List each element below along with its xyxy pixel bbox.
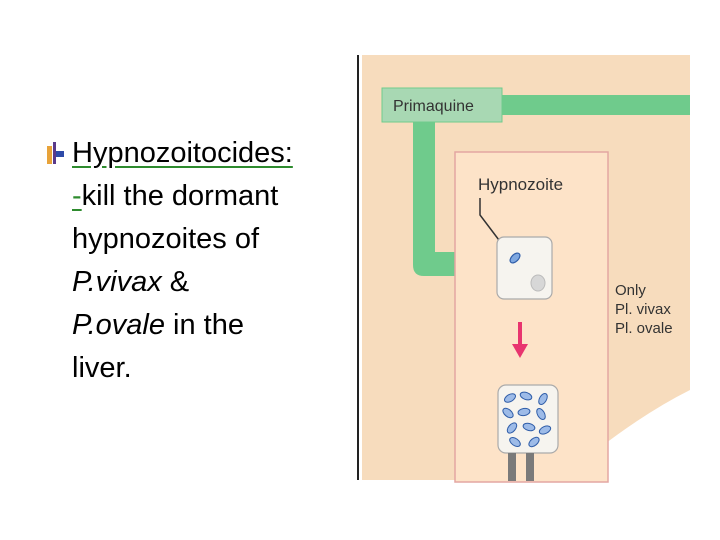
merozoite [522, 422, 536, 432]
merozoite [509, 437, 521, 447]
merozoite [538, 425, 552, 435]
merozoite [517, 407, 531, 417]
bullet-dash: - [72, 180, 82, 212]
bullet-line-3: P.vivax & [72, 261, 354, 304]
liver-cell [496, 236, 553, 300]
note-vivax: Pl. vivax [615, 301, 671, 318]
merozoite [519, 391, 533, 401]
bullet-heading: Hypnozoitocides: [72, 137, 293, 169]
bullet-line-5: liver. [72, 347, 354, 390]
primaquine-arrow [413, 110, 492, 288]
merozoites [502, 391, 552, 448]
bullet-text-block: Hypnozoitocides: -kill the dormant hypno… [44, 132, 354, 390]
bullet-line-4-text: in the [165, 309, 244, 341]
progression-arrow-shaft [518, 322, 522, 346]
species-ovale: P.ovale [72, 309, 165, 341]
primaquine-label-box [381, 87, 503, 123]
bullet-line-1: -kill the dormant [72, 175, 354, 218]
vessel-left [508, 453, 516, 481]
primaquine-label: Primaquine [393, 98, 474, 115]
merozoite [536, 408, 546, 420]
note-only: Only [615, 282, 646, 299]
progression-arrow-head [512, 344, 528, 358]
merozoite [528, 436, 540, 448]
bullet-line-1-text: kill the dormant [81, 180, 279, 212]
hypnozoite-label: Hypnozoite [478, 175, 563, 194]
bullet-line-4: P.ovale in the [72, 304, 354, 347]
bullet-icon [47, 142, 64, 164]
merozoite [502, 407, 514, 419]
bullet-line-2: hypnozoites of [72, 218, 354, 261]
bullet-line-2-text: hypnozoites of [72, 223, 260, 255]
merozoite [504, 393, 516, 403]
species-vivax: P.vivax [72, 266, 162, 298]
ampersand-text: & [161, 266, 190, 298]
hypnozoite-parasite [509, 252, 521, 264]
bullet-heading-line: Hypnozoitocides: [72, 132, 354, 175]
merozoite [506, 422, 518, 434]
bullet-line-5-text: liver. [72, 352, 132, 384]
vessel-right [526, 453, 534, 481]
note-ovale: Pl. ovale [615, 320, 673, 337]
cell-nucleus [530, 274, 546, 292]
merozoite [538, 393, 548, 405]
bullet-content: Hypnozoitocides: -kill the dormant hypno… [72, 132, 354, 390]
